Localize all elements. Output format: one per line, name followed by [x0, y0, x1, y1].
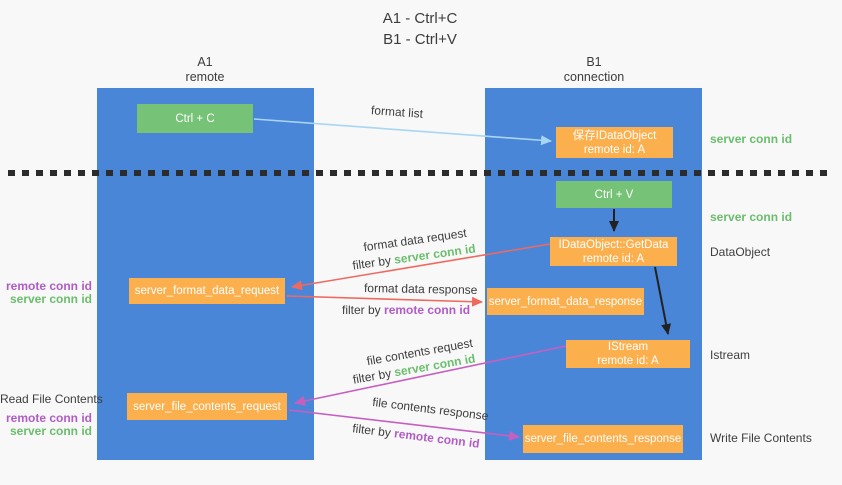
left-remote-conn-id-2: remote conn id	[5, 411, 92, 425]
write-file-contents-label: Write File Contents	[710, 431, 812, 445]
istream-line1: IStream	[607, 341, 649, 353]
server-file-contents-response-label: server_file_contents_response	[524, 433, 682, 445]
server-file-contents-request-label: server_file_contents_request	[133, 400, 281, 413]
title-line-1: A1 - Ctrl+C	[382, 10, 458, 27]
filter-by-text-4: filter by	[351, 421, 392, 440]
title-line-2: B1 - Ctrl+V	[383, 31, 457, 48]
save-dataobject-line1: 保存IDataObject	[572, 129, 657, 142]
lane-b1-role: connection	[563, 70, 625, 84]
lane-b1-name: B1	[586, 55, 602, 69]
server-file-contents-response-box: server_file_contents_response	[523, 425, 683, 453]
istream-side-label: Istream	[710, 348, 751, 362]
filter-by-text-1: filter by	[351, 253, 392, 273]
getdata-box: IDataObject::GetData remote id: A	[550, 237, 677, 266]
format-list-label: format list	[370, 103, 424, 121]
filter-by-text-2: filter by	[342, 303, 381, 317]
server-format-data-request-box: server_format_data_request	[129, 278, 285, 304]
istream-box: IStream remote id: A	[566, 340, 690, 368]
remote-conn-id-text-1: remote conn id	[384, 303, 471, 317]
format-data-response-arrow	[286, 295, 483, 307]
server-format-data-response-box: server_format_data_response	[487, 288, 644, 315]
ctrl-c-box: Ctrl + C	[137, 104, 253, 133]
read-file-contents-label: Read File Contents	[0, 392, 103, 406]
getdata-line1: IDataObject::GetData	[558, 238, 669, 251]
file-contents-response-label: file contents response	[371, 394, 490, 424]
file-contents-response-filter-label: filter by remote conn id	[352, 421, 481, 451]
filter-by-text-3: filter by	[351, 366, 393, 387]
right-server-conn-id-mid: server conn id	[710, 210, 793, 224]
server-format-data-request-label: server_format_data_request	[134, 285, 280, 297]
save-dataobject-line2: remote id: A	[583, 143, 646, 156]
lane-a1-role: remote	[185, 70, 225, 84]
format-data-response-filter-label: filter by remote conn id	[342, 303, 470, 317]
right-server-conn-id-top: server conn id	[710, 132, 793, 146]
istream-line2: remote id: A	[597, 355, 659, 367]
left-server-conn-id-2: server conn id	[9, 424, 92, 438]
ctrl-c-label: Ctrl + C	[175, 112, 215, 125]
lane-header-b1: B1 connection	[544, 55, 644, 85]
ctrl-v-label: Ctrl + V	[594, 188, 634, 201]
session-divider-dashed-line	[8, 170, 834, 176]
dataobject-label: DataObject	[710, 245, 771, 259]
save-dataobject-box: 保存IDataObject remote id: A	[556, 127, 673, 158]
server-file-contents-request-box: server_file_contents_request	[127, 393, 287, 420]
left-remote-conn-id-1: remote conn id	[5, 279, 92, 293]
server-format-data-response-label: server_format_data_response	[488, 295, 643, 308]
getdata-line2: remote id: A	[582, 252, 645, 265]
lane-a1-name: A1	[197, 55, 213, 69]
ctrl-v-box: Ctrl + V	[556, 181, 672, 208]
left-server-conn-id-1: server conn id	[9, 292, 92, 306]
format-data-response-label: format data response	[363, 281, 478, 297]
diagram-title: A1 - Ctrl+C B1 - Ctrl+V	[300, 8, 540, 50]
lane-header-a1: A1 remote	[155, 55, 255, 85]
remote-conn-id-text-2: remote conn id	[393, 426, 481, 451]
